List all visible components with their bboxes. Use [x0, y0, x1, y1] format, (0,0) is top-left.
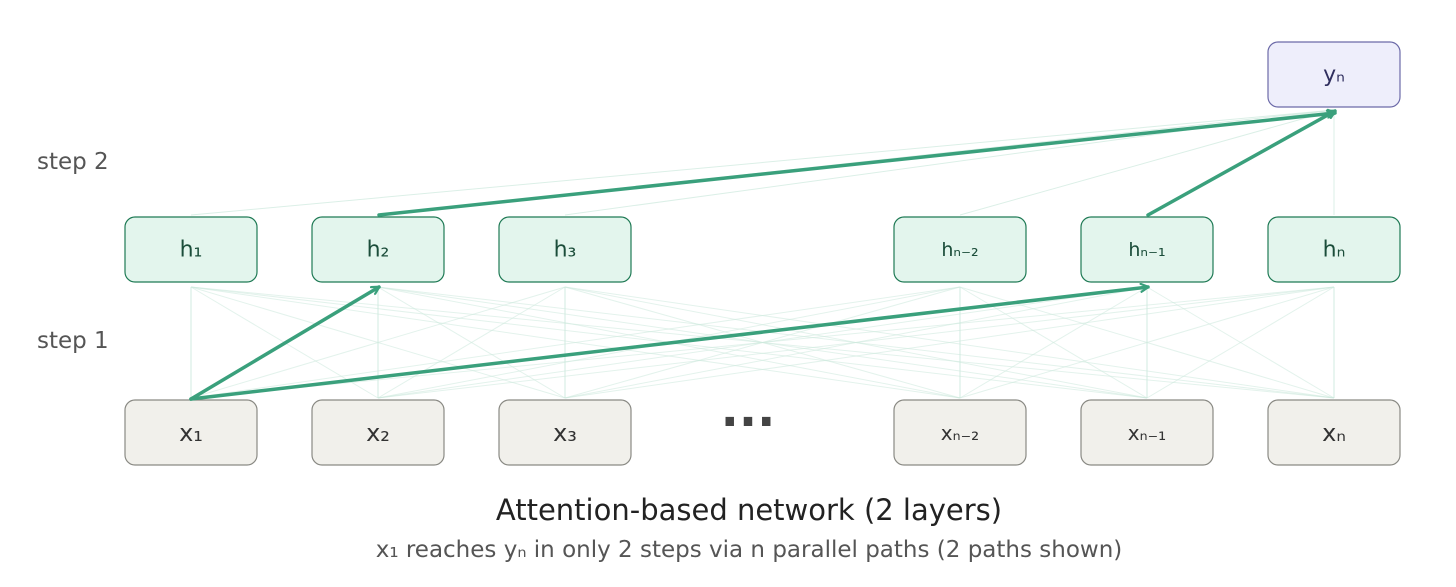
input-node-x3: x₃ [498, 399, 632, 466]
ellipsis: ··· [721, 394, 776, 450]
path-x1-to-h2 [189, 285, 381, 401]
input-node-xn: xₙ [1267, 399, 1401, 466]
input-node-xn-1: xₙ₋₁ [1080, 399, 1214, 466]
path-x1-to-hn-1 [189, 287, 1150, 401]
output-label: yₙ [1323, 63, 1345, 88]
faint-line-input-to-hidden [1146, 286, 1335, 399]
faint-line-input-to-hidden [959, 286, 1335, 399]
hidden-node-hn: hₙ [1267, 216, 1401, 283]
input-label: x₃ [553, 419, 577, 447]
hidden-row: h₁ h₂ h₃ hₙ₋₂ hₙ₋₁ hₙ [124, 216, 1401, 283]
hidden-label: hₙ₋₁ [1128, 239, 1165, 261]
faint-line-input-to-hidden [190, 286, 961, 399]
input-node-xn-2: xₙ₋₂ [893, 399, 1027, 466]
path-hn-1-to-yn [1146, 109, 1337, 217]
highlighted-paths [189, 109, 1337, 401]
hidden-label: h₁ [180, 238, 203, 263]
hidden-node-h2: h₂ [311, 216, 445, 283]
step-2-label: step 2 [37, 149, 109, 175]
input-label: x₁ [179, 419, 203, 447]
faint-line-hidden-to-output [190, 109, 1335, 216]
faint-line-input-to-hidden [190, 286, 566, 399]
input-label: x₂ [366, 419, 390, 447]
faint-line-input-to-hidden [564, 286, 1335, 399]
faint-line-input-to-hidden [190, 286, 1335, 399]
hidden-node-h3: h₃ [498, 216, 632, 283]
faint-line-hidden-to-output [959, 109, 1335, 216]
diagram-title: Attention-based network (2 layers) [496, 493, 1002, 527]
input-node-x1: x₁ [124, 399, 258, 466]
input-label: xₙ₋₁ [1128, 421, 1166, 445]
input-label: xₙ₋₂ [941, 421, 979, 445]
path-h2-to-yn [377, 113, 1337, 217]
step-1-label: step 1 [37, 328, 109, 354]
output-node-yn: yₙ [1267, 41, 1401, 108]
input-row: x₁ x₂ x₃ xₙ₋₂ xₙ₋₁ xₙ [124, 399, 1401, 466]
hidden-label: h₂ [367, 238, 390, 263]
faint-line-input-to-hidden [377, 286, 1335, 399]
hidden-label: hₙ₋₂ [941, 239, 978, 261]
input-label: xₙ [1322, 419, 1346, 447]
diagram-subtitle: x₁ reaches yₙ in only 2 steps via n para… [376, 537, 1123, 563]
hidden-label: hₙ [1323, 238, 1346, 263]
faint-line-input-to-hidden [377, 286, 566, 399]
hidden-label: h₃ [554, 238, 577, 263]
input-node-x2: x₂ [311, 399, 445, 466]
hidden-node-h1: h₁ [124, 216, 258, 283]
hidden-node-hn-1: hₙ₋₁ [1080, 216, 1214, 283]
hidden-node-hn-2: hₙ₋₂ [893, 216, 1027, 283]
